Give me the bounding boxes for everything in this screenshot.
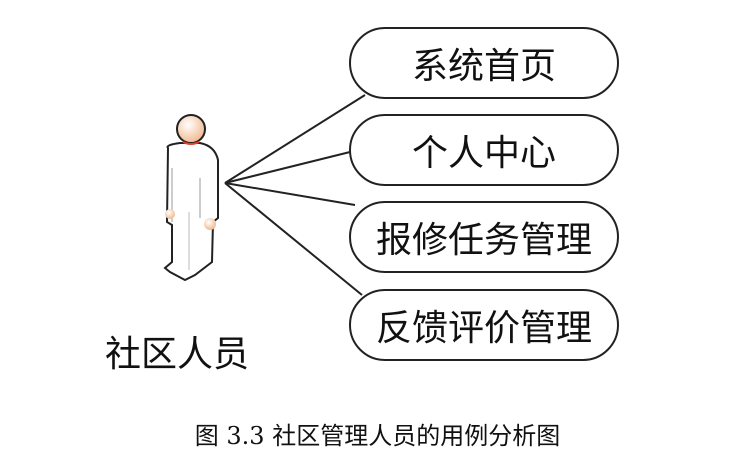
use-case-feedback-management: 反馈评价管理 (349, 289, 619, 361)
use-case-repair-task-management: 报修任务管理 (349, 201, 619, 273)
association-line (224, 182, 363, 296)
use-case-personal-center: 个人中心 (349, 114, 619, 186)
association-line (224, 94, 366, 184)
association-line (224, 151, 351, 184)
association-lines (224, 94, 366, 296)
use-case-home: 系统首页 (349, 27, 619, 99)
actor-label: 社区人员 (105, 334, 250, 375)
figure-caption: 图 3.3 社区管理人员的用例分析图 (194, 422, 561, 450)
association-line (224, 182, 356, 206)
actor-icon (163, 114, 219, 282)
